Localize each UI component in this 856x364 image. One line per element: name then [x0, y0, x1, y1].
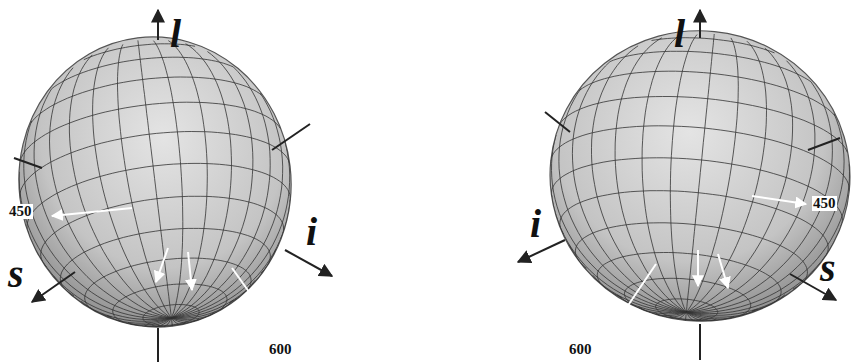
grid-lines [551, 34, 850, 321]
callout-number: 600 [568, 342, 593, 357]
axis-label: i [530, 204, 541, 244]
callout-number: 450 [8, 204, 33, 219]
axis-label: i [306, 212, 317, 252]
ellipsoid [536, 17, 856, 336]
axis-label: l [170, 14, 181, 54]
callout-number: 450 [812, 196, 837, 211]
axis-label: l [674, 14, 685, 54]
axis-label: s [8, 254, 24, 294]
axis-label: s [820, 248, 836, 288]
grid-lines [19, 40, 290, 327]
ellipsoid [3, 22, 308, 343]
callout-number: 600 [268, 342, 293, 357]
